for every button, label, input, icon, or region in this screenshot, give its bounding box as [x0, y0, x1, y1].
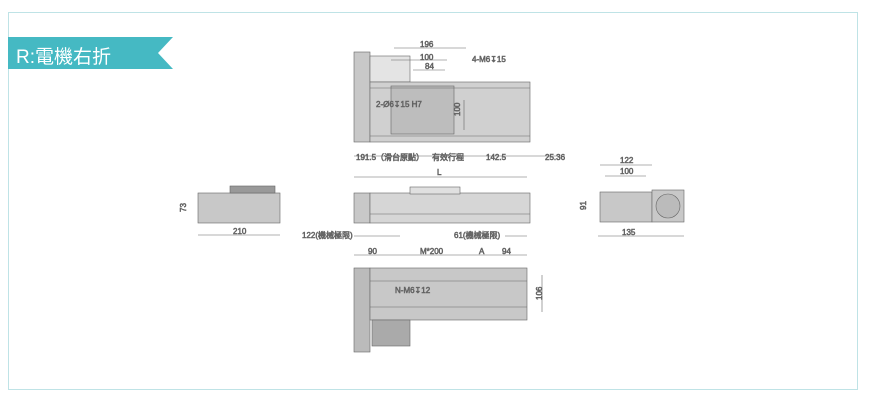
left-width: 210: [233, 227, 247, 236]
dim-100-vertical: 100: [453, 102, 462, 116]
left-height: 73: [179, 203, 188, 212]
dim-A: A: [479, 247, 485, 256]
right-dim-122: 122: [620, 156, 634, 165]
banner-ribbon: [8, 37, 173, 69]
length-L: L: [437, 168, 442, 177]
origin-label: 191.5（滑台原點）: [356, 152, 424, 162]
bottom-tap-label: N-M6↧12: [395, 286, 431, 295]
right-width: 135: [622, 228, 636, 237]
right-height: 91: [579, 201, 588, 210]
dim-25-36: 25.36: [545, 153, 566, 162]
dim-142-5: 142.5: [486, 153, 507, 162]
dim-84: 84: [425, 62, 434, 71]
stroke-label: 有效行程: [432, 152, 464, 162]
dim-106: 106: [535, 286, 544, 300]
right-view: 122 100 91 135: [579, 156, 685, 237]
dim-100: 100: [420, 53, 434, 62]
bottom-view: 90 M*200 A 94 N-M6↧12 106: [353, 247, 544, 353]
dim-196: 196: [420, 40, 434, 49]
title-text: R:電機右折: [16, 47, 112, 68]
front-view: L 122(機械極限) 61(機械極限): [302, 168, 531, 240]
right-limit-label: 61(機械極限): [454, 230, 501, 240]
tap-label: 4-M6↧15: [472, 55, 506, 64]
left-view: 73 210: [179, 185, 281, 236]
dim-m200: M*200: [420, 247, 444, 256]
right-dim-100: 100: [620, 167, 634, 176]
drawing-frame: [8, 12, 858, 390]
pin-label: 2-Ø6↧15 H7: [376, 100, 422, 109]
dim-90: 90: [368, 247, 377, 256]
top-view: 196 100 84 4-M6↧15 2-Ø6↧15 H7 100 191.5（…: [353, 40, 566, 162]
dim-94: 94: [502, 247, 511, 256]
left-limit-label: 122(機械極限): [302, 230, 353, 240]
title-banner: R:電機右折: [8, 37, 173, 69]
